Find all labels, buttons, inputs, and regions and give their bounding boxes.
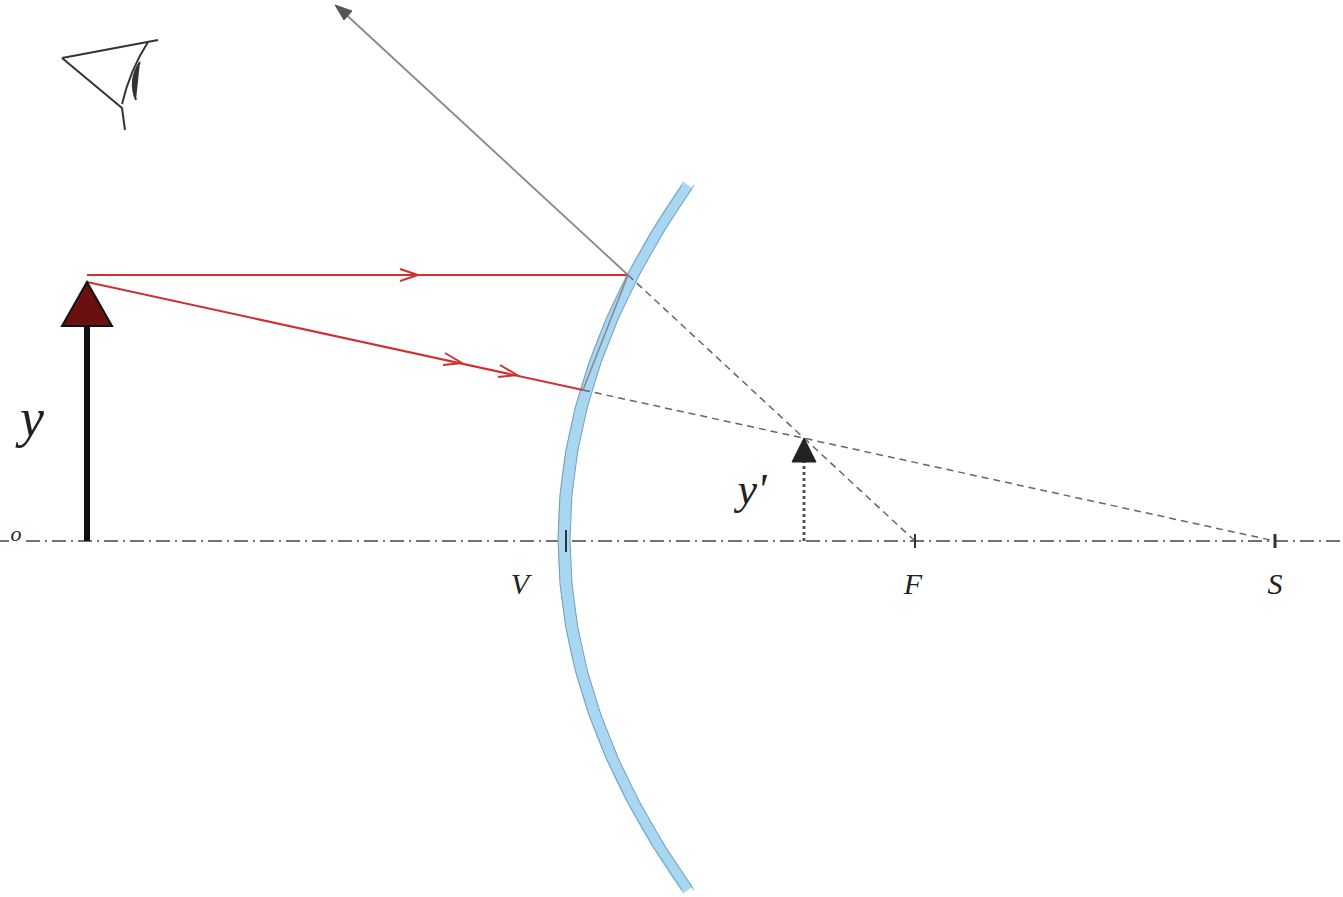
ray-arrow (335, 5, 352, 20)
virtual-ray (628, 275, 915, 541)
focus-tick (914, 534, 916, 548)
eye-icon (62, 40, 158, 130)
ray-arrow (498, 365, 517, 377)
object-arrow (84, 318, 90, 541)
vertex-label: V (509, 569, 531, 599)
virtual-ray (583, 390, 1275, 541)
focus-label: F (902, 569, 924, 599)
mirror-edge (570, 185, 694, 890)
origin-label: o (9, 523, 24, 545)
ray-arrow (443, 353, 462, 365)
image-arrow (803, 460, 806, 541)
optical-axis (0, 540, 1343, 542)
center-tick (1274, 534, 1277, 548)
incident-ray (87, 282, 583, 390)
mirror-edge (558, 185, 682, 890)
reflected-ray (340, 9, 628, 275)
incident-ray (87, 274, 628, 276)
ray-arrow (400, 269, 418, 281)
convex-mirror (564, 185, 688, 890)
vertex-tick (565, 530, 567, 552)
object-height: y (18, 391, 46, 445)
image-arrowhead (792, 438, 816, 462)
object-arrowhead (62, 282, 112, 326)
reflected-ray (583, 275, 628, 390)
center-label: S (1266, 569, 1285, 599)
image-height: y' (736, 468, 769, 512)
